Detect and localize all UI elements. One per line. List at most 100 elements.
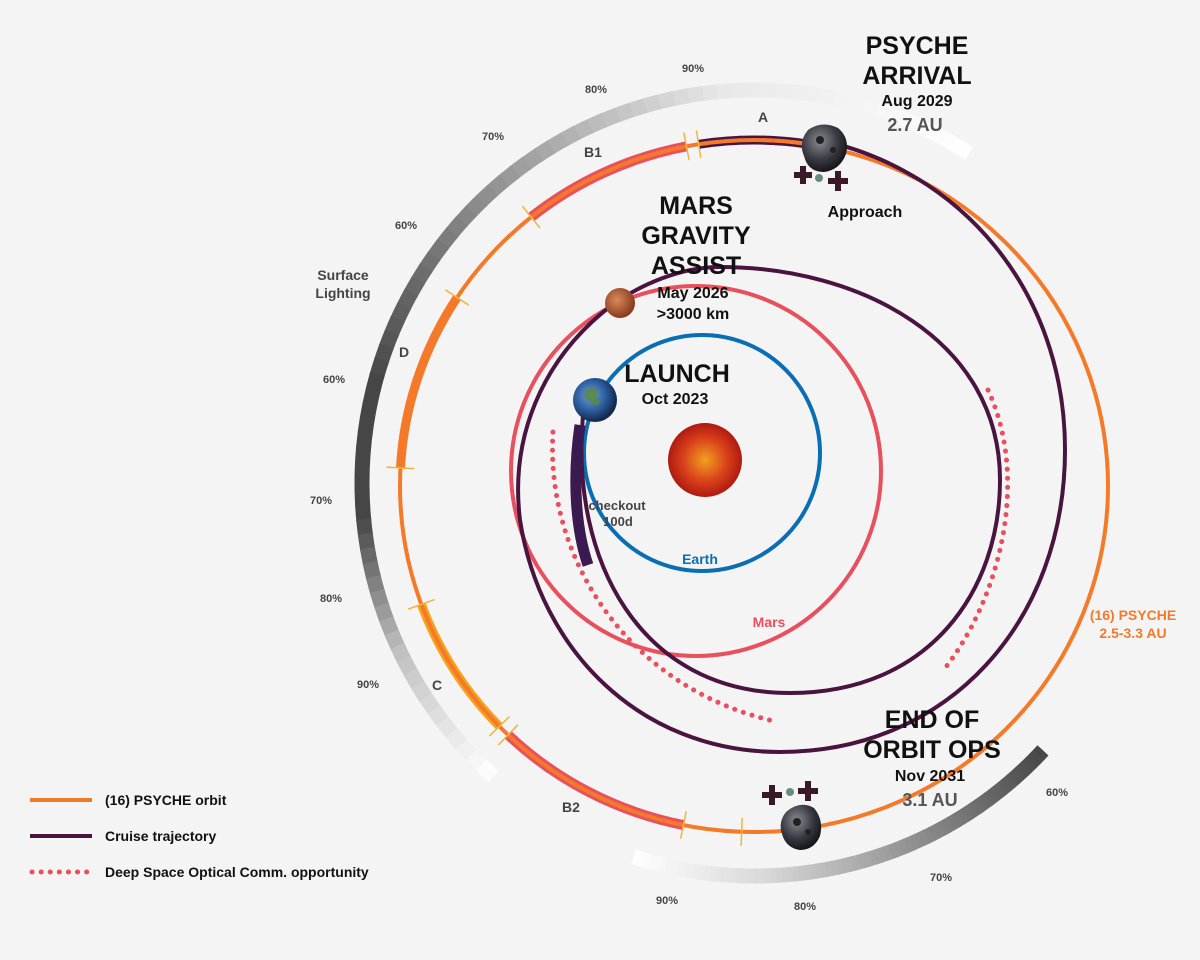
earth-continents (584, 387, 601, 405)
segment-boundary-tick (679, 811, 687, 839)
segment-a-core (698, 138, 810, 147)
legend: (16) PSYCHE orbit Cruise trajectory Deep… (29, 792, 369, 880)
surface-lighting-arc-lower (1029, 749, 1045, 765)
arrival-title: ARRIVAL (862, 62, 971, 90)
surface-lighting-arc-lower (988, 786, 1003, 802)
earth-orbit-label: Earth (682, 551, 718, 567)
surface-lighting-arc-upper (699, 84, 719, 102)
dsoc-arc-right (939, 387, 1011, 675)
percent-label: 90% (656, 895, 678, 907)
surface-lighting-arc-lower (961, 805, 975, 822)
surface-lighting-arc-upper (357, 415, 376, 435)
segment-boundary-tick (444, 289, 470, 306)
surface-lighting-arc-lower (803, 864, 812, 881)
orbit-segments (386, 130, 813, 846)
surface-lighting-arc-upper (455, 738, 478, 762)
checkout-label: checkout (588, 498, 646, 513)
mars-title: MARS (659, 192, 733, 220)
end-title: END OF (885, 706, 979, 734)
surface-lighting-arc-lower (1009, 768, 1025, 784)
surface-lighting-arc-lower (1025, 753, 1041, 769)
surface-lighting-arc-upper (585, 113, 608, 134)
surface-lighting-arcs (354, 82, 1049, 884)
surface-lighting-arc-upper (802, 85, 822, 103)
segment-boundary-tick (695, 130, 702, 159)
launch-date: Oct 2023 (642, 391, 709, 408)
percent-label: 60% (323, 374, 345, 386)
surface-lighting-arc-upper (816, 87, 836, 106)
mars-date: May 2026 (657, 285, 728, 302)
surface-lighting-arc-lower (808, 863, 818, 880)
surface-lighting-arc-lower (714, 866, 723, 883)
end-date: Nov 2031 (895, 768, 965, 785)
surface-lighting-arc-lower (697, 864, 706, 881)
surface-lighting-arc-lower (872, 848, 884, 865)
surface-lighting-arc-upper (572, 119, 594, 141)
surface-lighting-arc-upper (362, 560, 382, 581)
surface-lighting-arc-lower (680, 861, 690, 878)
surface-lighting-arc-lower (846, 856, 857, 873)
percent-label: 80% (320, 593, 342, 605)
surface-lighting-arc-lower (824, 860, 834, 877)
surface-lighting-arc-lower (983, 789, 999, 806)
segment-boundary-tick (740, 817, 743, 846)
surface-lighting-arc-upper (384, 629, 406, 652)
surface-lighting-arc-lower (675, 860, 685, 877)
percent-label: 70% (310, 495, 332, 507)
surface-lighting-arc-upper (356, 430, 373, 449)
spacecraft-icon-end (762, 781, 818, 805)
surface-lighting-arc-lower (867, 849, 878, 867)
lighting-percent-labels: 90% 80% 70% 60% 60% 70% 80% 90% 90% 80% … (310, 63, 1068, 913)
segment-boundary-tick (386, 466, 415, 470)
surface-lighting-arc-lower (669, 859, 679, 876)
spacecraft-icon-approach (794, 166, 848, 191)
surface-lighting-arc-upper (379, 616, 400, 638)
surface-lighting-arc-upper (787, 83, 807, 101)
end-distance: 3.1 AU (902, 790, 957, 810)
segment-label-c: C (432, 677, 442, 693)
surface-lighting-label: Surface (317, 267, 369, 283)
surface-lighting-arc-upper (613, 102, 634, 123)
surface-lighting-arc-upper (486, 174, 509, 198)
launch-title: LAUNCH (624, 360, 730, 388)
surface-lighting-arc-lower (996, 779, 1012, 795)
cruise-trajectory (516, 138, 1068, 755)
surface-lighting-arc-upper (509, 156, 532, 179)
segment-boundary-tick (407, 598, 435, 610)
surface-lighting-arc-upper (403, 668, 426, 691)
surface-lighting-arc-upper (355, 445, 372, 463)
surface-lighting-arc-lower (786, 866, 795, 883)
segment-label-b2: B2 (562, 799, 580, 815)
surface-lighting-arc-lower (942, 816, 956, 833)
surface-lighting-arc-lower (970, 799, 985, 816)
surface-lighting-arc-lower (877, 846, 889, 863)
surface-lighting-arc-upper (599, 107, 621, 128)
surface-lighting-arc-upper (359, 400, 378, 421)
surface-lighting-arc-upper (759, 82, 777, 99)
mars-title: GRAVITY (641, 222, 751, 250)
surface-lighting-arc-lower (797, 865, 806, 882)
segment-label-b1: B1 (584, 144, 602, 160)
surface-lighting-arc-upper (354, 459, 371, 478)
percent-label: 70% (482, 131, 504, 143)
launch-label: LAUNCH Oct 2023 (624, 360, 730, 408)
surface-lighting-arc-lower (830, 859, 840, 876)
surface-lighting-arc-upper (369, 357, 389, 379)
surface-lighting-arc-lower (937, 819, 951, 836)
surface-lighting-arc-upper (445, 216, 468, 239)
surface-lighting-arc-upper (844, 93, 865, 113)
surface-lighting-arc-upper (641, 94, 662, 114)
surface-lighting-arc-lower (882, 844, 895, 861)
surface-lighting-arc-lower (975, 795, 989, 812)
segment-boundary-tick (521, 205, 541, 229)
surface-lighting-arc-lower (898, 838, 910, 855)
mars-assist-label: MARS GRAVITY ASSIST May 2026 >3000 km (641, 192, 751, 323)
percent-label: 80% (794, 901, 816, 913)
mars-title: ASSIST (651, 252, 741, 280)
surface-lighting-arc-lower (819, 861, 829, 878)
surface-lighting-arc-lower (913, 831, 926, 849)
surface-lighting-arc-upper (419, 693, 442, 716)
surface-lighting-arc-upper (362, 386, 381, 406)
surface-lighting-arc-lower (647, 854, 658, 871)
surface-lighting-arc-lower (918, 829, 931, 846)
